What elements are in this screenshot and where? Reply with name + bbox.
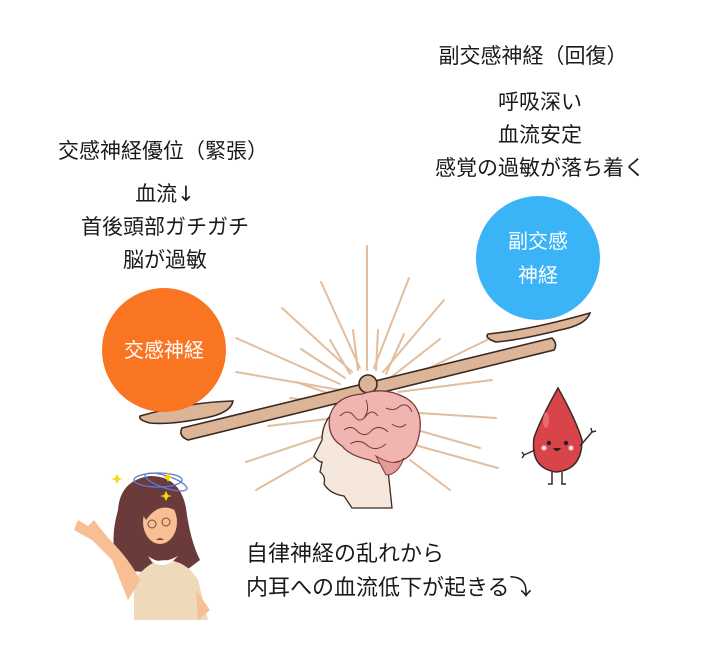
circle-label-line2: 神経 bbox=[518, 263, 558, 287]
effect-line: 感覚の過敏が落ち着く bbox=[435, 156, 645, 180]
scale bbox=[138, 311, 592, 441]
caption-line1: 自律神経の乱れから bbox=[246, 542, 445, 567]
effect-line: 脳が過敏 bbox=[123, 248, 207, 272]
caption: 自律神経の乱れから 内耳への血流低下が起きる⤵ bbox=[246, 538, 532, 606]
effect-line: 血流↓ bbox=[135, 182, 195, 206]
circle-label: 交感神経 bbox=[124, 338, 204, 362]
head-with-brain bbox=[313, 390, 421, 509]
effect-line: 血流安定 bbox=[498, 123, 582, 147]
sunburst-rays bbox=[235, 245, 499, 491]
parasympathetic-circle: 副交感 神経 bbox=[476, 196, 600, 320]
sympathetic-heading: 交感神経優位（緊張） bbox=[58, 139, 268, 163]
caption-line2: 内耳への血流低下が起きる⤵ bbox=[246, 576, 532, 601]
parasympathetic-effects: 呼吸深い 血流安定 感覚の過敏が落ち着く bbox=[400, 86, 680, 185]
effect-line: 呼吸深い bbox=[498, 90, 582, 114]
dizzy-woman bbox=[74, 472, 210, 620]
sympathetic-circle: 交感神経 bbox=[102, 288, 226, 412]
blood-drop-character bbox=[521, 386, 597, 485]
circle-label-line1: 副交感 bbox=[508, 229, 568, 253]
parasympathetic-heading: 副交感神経（回復） bbox=[438, 44, 628, 68]
effect-line: 首後頭部ガチガチ bbox=[81, 215, 249, 239]
sympathetic-effects: 血流↓ 首後頭部ガチガチ 脳が過敏 bbox=[30, 178, 300, 277]
